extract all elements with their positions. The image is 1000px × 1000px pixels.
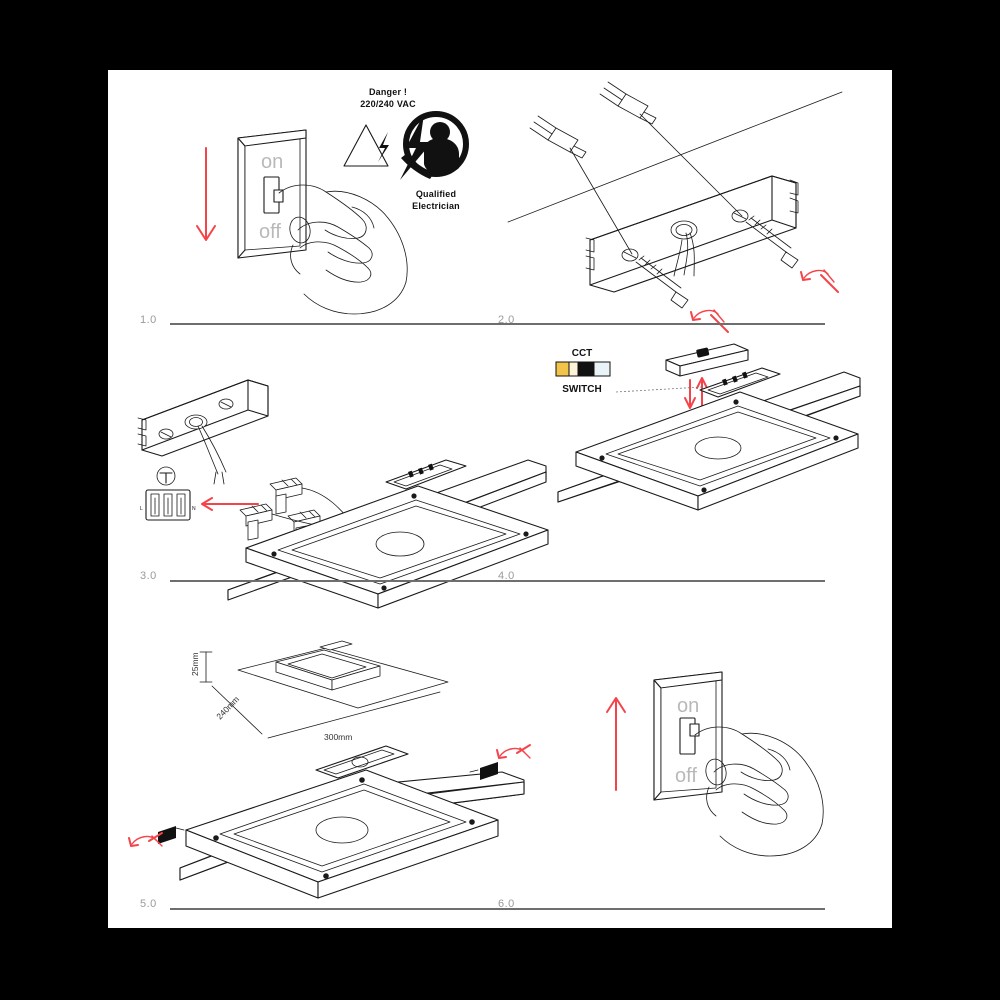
- wire-connector: [269, 477, 303, 515]
- qualified-electrician-icon: [400, 111, 469, 180]
- screw: [635, 255, 689, 309]
- arrow-down-icon: [196, 147, 216, 241]
- dip-switch-cover[interactable]: [665, 343, 749, 377]
- led-fixture-assembly: [179, 745, 525, 899]
- step-4-panel: CCT: [538, 332, 892, 574]
- step-label-6: 6.0: [498, 898, 515, 910]
- wire-connector: [239, 503, 273, 541]
- switch-on-label: on: [261, 151, 283, 173]
- electrician-caption-1: Qualified: [416, 189, 456, 199]
- terminal-block[interactable]: L N: [140, 489, 196, 521]
- cct-bottom-label: SWITCH: [562, 384, 601, 395]
- switch-on-label: on: [677, 695, 699, 717]
- hand-illustration: [694, 726, 824, 857]
- rotate-arrow-icon: [690, 309, 729, 333]
- grub-screw: [158, 826, 185, 844]
- screw: [745, 215, 799, 269]
- electrician-caption-2: Electrician: [412, 201, 460, 211]
- mounting-bracket: [585, 175, 799, 293]
- danger-voltage: 220/240 VAC: [360, 99, 416, 109]
- dimension-width: 300mm: [324, 732, 352, 742]
- cct-color-swatch: [555, 361, 611, 377]
- led-fixture-assembly: [227, 459, 549, 609]
- light-switch-plate[interactable]: [653, 671, 723, 801]
- electric-shock-triangle-icon: [343, 124, 389, 167]
- step-6-panel: on off: [558, 590, 892, 900]
- grub-screw: [469, 762, 498, 780]
- dimension-depth: 240mm: [214, 694, 241, 721]
- arrow-left-icon: [201, 497, 259, 511]
- step-5-panel: 25mm 240mm 300mm: [108, 590, 558, 900]
- arrow-up-icon: [606, 697, 626, 791]
- hand-illustration: [278, 184, 408, 315]
- screwdriver-icon: [156, 466, 176, 486]
- step-label-1: 1.0: [140, 314, 157, 326]
- terminal-live-label: L: [140, 506, 143, 512]
- rotate-arrow-icon: [800, 269, 839, 293]
- row-divider-1: [170, 323, 825, 325]
- dimension-height: 25mm: [190, 652, 200, 676]
- step-label-4: 4.0: [498, 570, 515, 582]
- danger-warning-group: Danger ! 220/240 VAC Qualified Electrici…: [343, 87, 469, 211]
- danger-title: Danger !: [369, 87, 407, 97]
- switch-off-label: off: [675, 765, 697, 787]
- terminal-neutral-label: N: [192, 506, 196, 512]
- step-3-panel: L N: [108, 332, 549, 609]
- step-label-5: 5.0: [140, 898, 157, 910]
- dim-line-width: [267, 691, 441, 739]
- instruction-sheet: on off Danger ! 220/240 VAC: [108, 70, 892, 928]
- rotate-arrow-icon: [128, 832, 163, 847]
- light-switch-plate[interactable]: [237, 129, 307, 259]
- arrow-updown-icon: [684, 377, 708, 409]
- cct-top-label: CCT: [572, 348, 593, 359]
- row-divider-3: [170, 908, 825, 910]
- dim-line-depth: [211, 685, 263, 735]
- dimension-thumbnail: 25mm 240mm 300mm: [190, 640, 449, 742]
- step-2-panel: [507, 70, 892, 333]
- mounting-bracket: [137, 379, 269, 485]
- row-divider-2: [170, 580, 825, 582]
- ceiling-line: [507, 91, 843, 223]
- led-fixture-assembly: [557, 367, 861, 511]
- wall-plug-anchor: [599, 81, 657, 125]
- step-label-3: 3.0: [140, 570, 157, 582]
- rotate-arrow-icon: [496, 744, 531, 759]
- step-1-panel: on off Danger ! 220/240 VAC: [108, 70, 892, 320]
- switch-off-label: off: [259, 221, 281, 243]
- wall-plug-anchor: [529, 115, 587, 159]
